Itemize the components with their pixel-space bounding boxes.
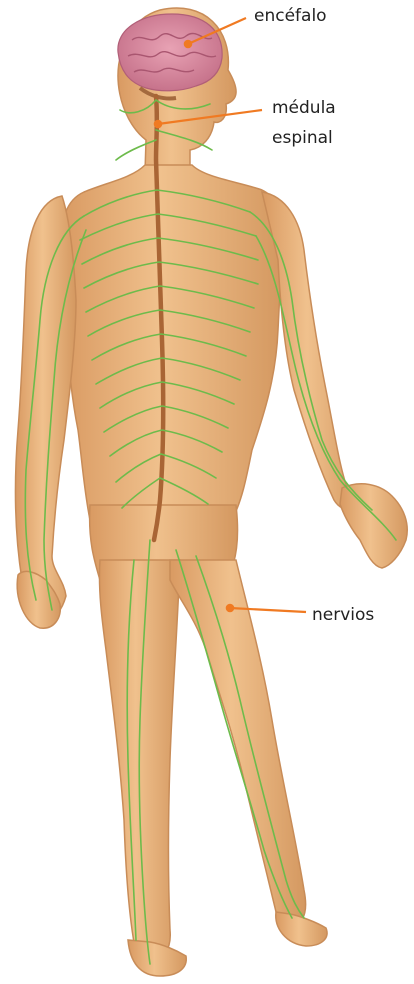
nerves-label: nervios <box>312 604 374 626</box>
nerves-pointer-dot <box>227 605 233 611</box>
brain-label: encéfalo <box>254 5 327 27</box>
spinal-cord-label-line1: médula <box>272 97 336 119</box>
body-silhouette <box>15 8 407 976</box>
left-arm <box>15 196 76 620</box>
right-foot <box>276 912 327 946</box>
right-leg <box>170 560 306 922</box>
spinal-cord-label-line2: espinal <box>272 127 333 149</box>
spinal-cord-pointer-dot <box>155 121 161 127</box>
brain-pointer-dot <box>185 41 191 47</box>
left-foot <box>128 940 186 976</box>
right-hand <box>340 484 407 568</box>
torso <box>62 165 283 520</box>
